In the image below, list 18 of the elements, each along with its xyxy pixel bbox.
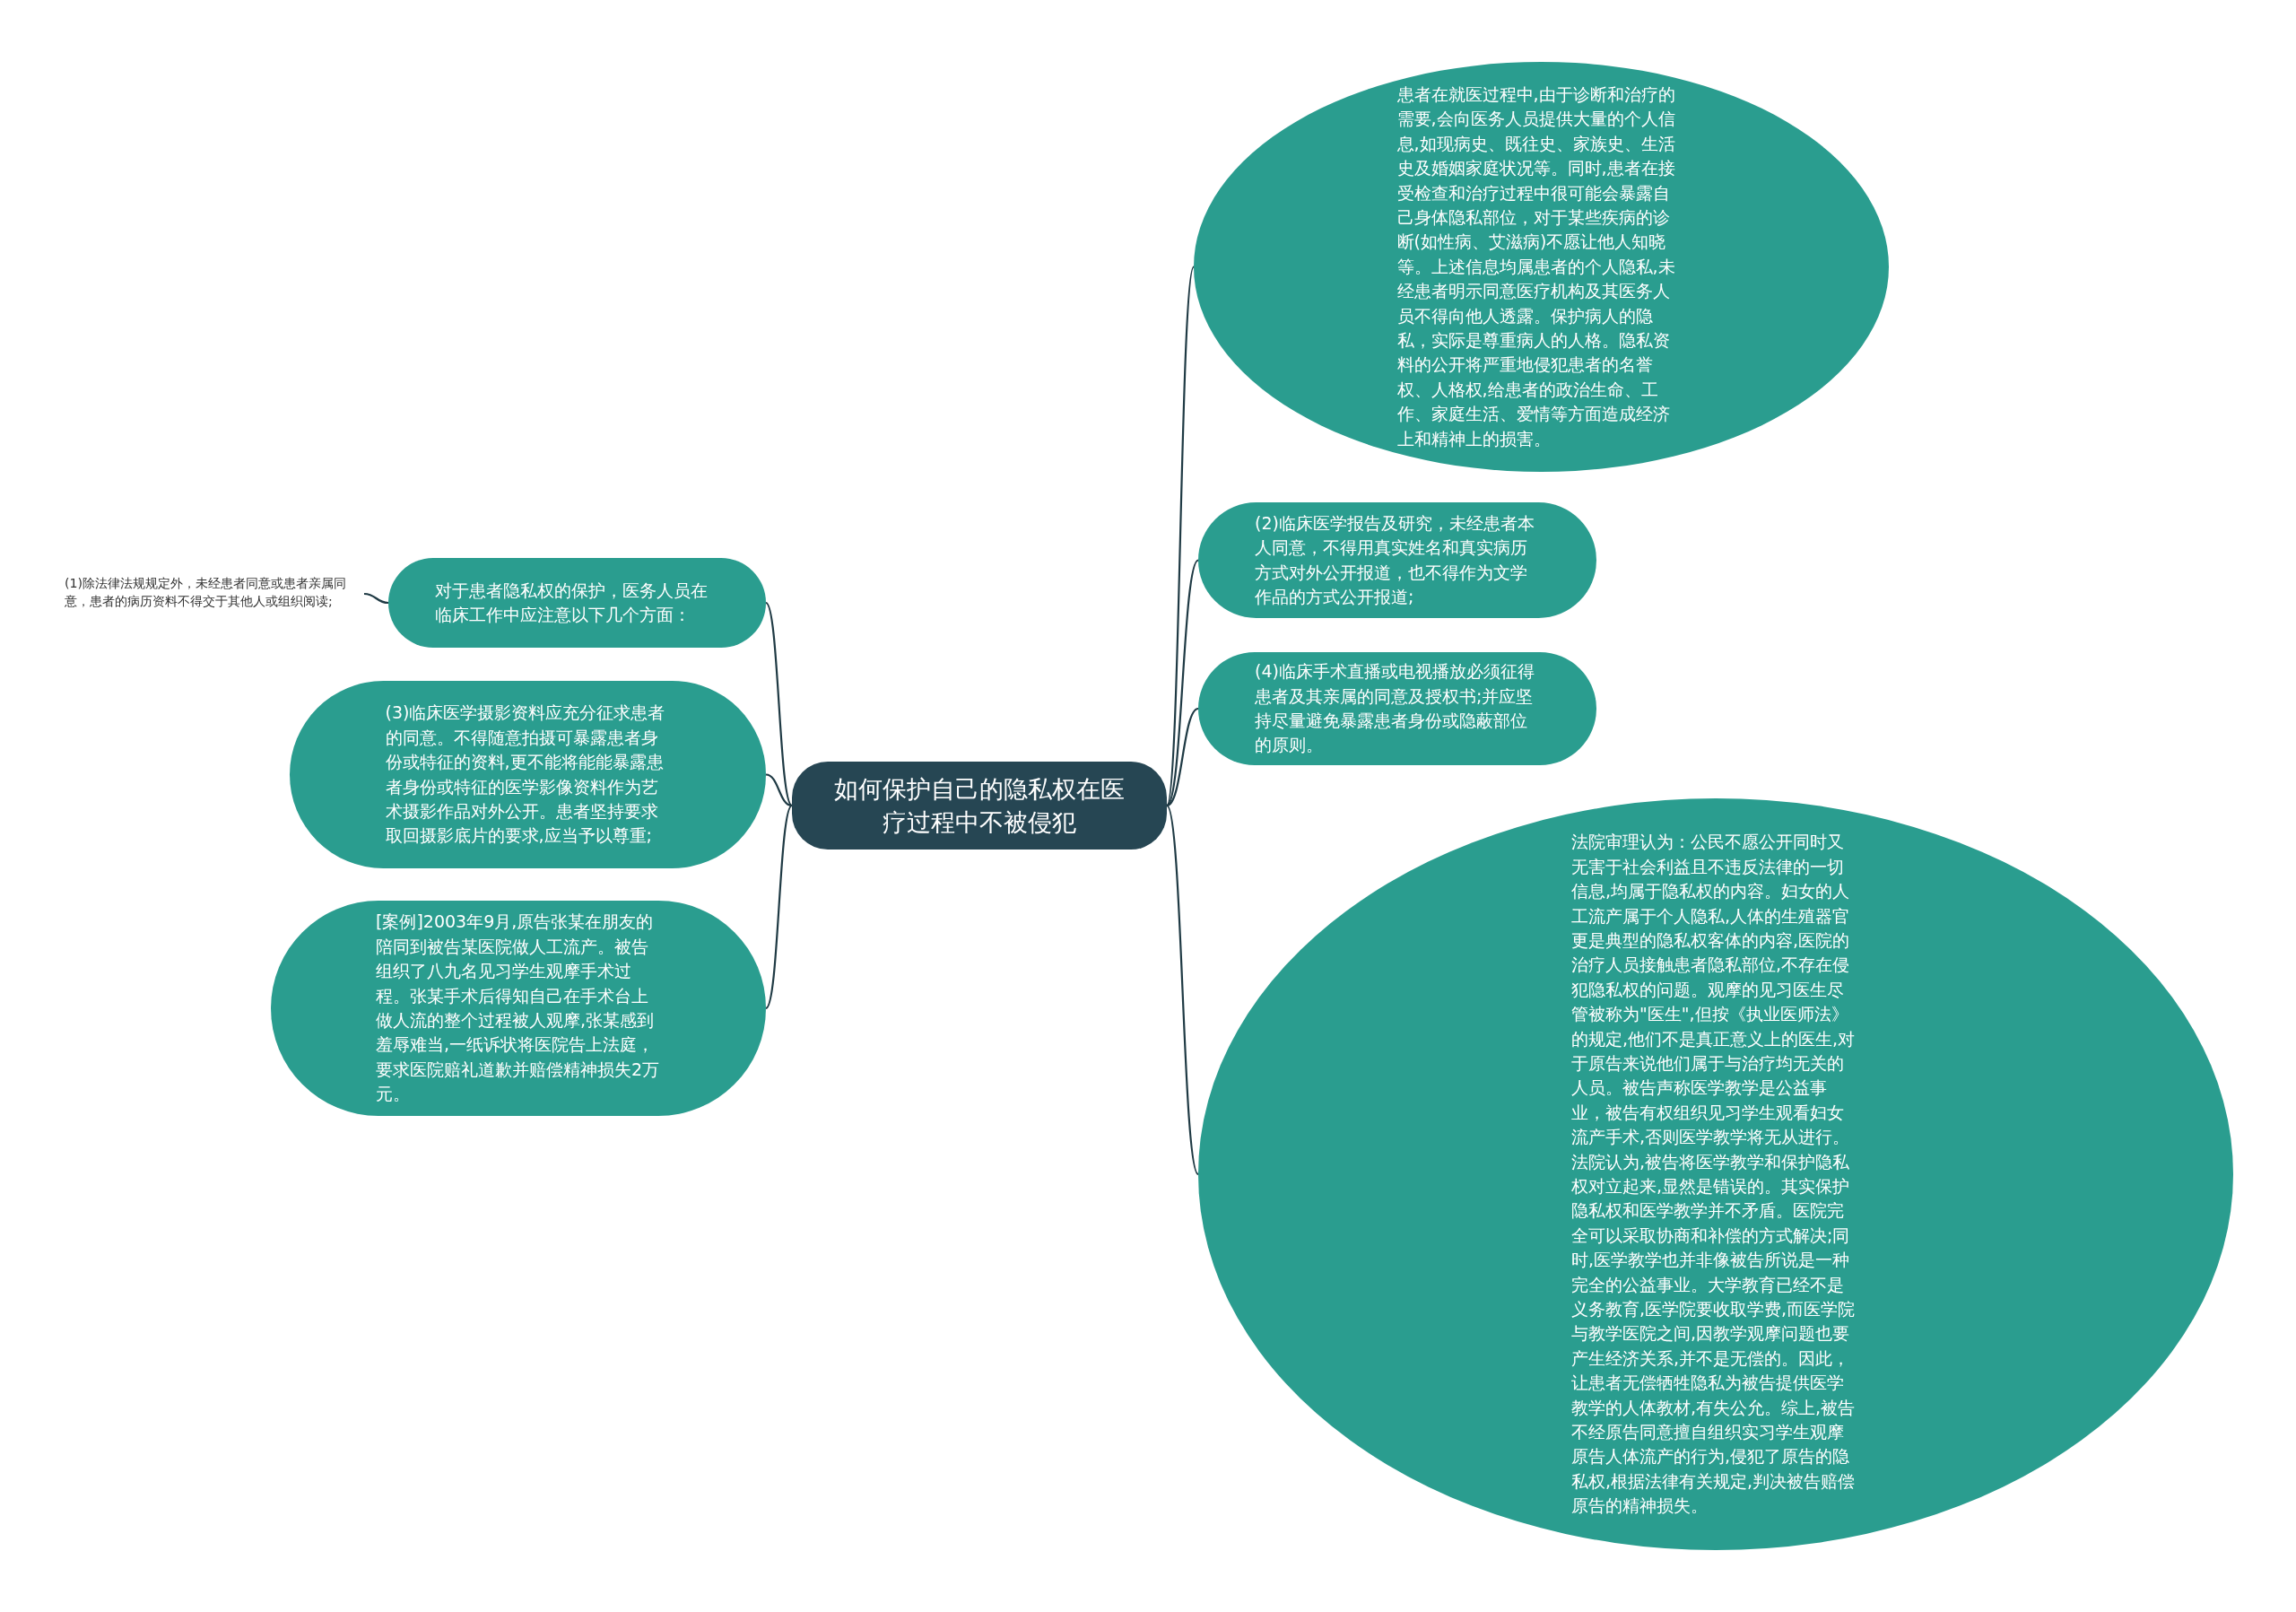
connector-line: [765, 602, 793, 806]
topic-text: [案例]2003年9月,原告张某在朋友的陪同到被告某医院做人工流产。被告组织了八九名见习学生观摩手术过程。张某手术后得知自己在手术台上做人流的整个过程被人观摩,张某感到羞辱难当,一纸诉状将医院告上法庭，要求医院赔礼道歉并赔偿精神损失2万元。: [376, 911, 661, 1106]
connector-line: [1166, 708, 1199, 806]
topic-title: 如何保护自己的隐私权在医疗过程中不被侵犯: [833, 774, 1126, 838]
connector-line: [1166, 559, 1199, 806]
note-text: (1)除法律法规规定外，未经患者同意或患者亲属同意，患者的病历资料不得交于其他人或组织阅读;: [65, 574, 361, 610]
connector-line: [765, 805, 793, 1009]
connector-line: [765, 773, 793, 807]
topic-text: 对于患者隐私权的保护，医务人员在临床工作中应注意以下几个方面：: [434, 579, 709, 626]
topic-text: (3)临床医学摄影资料应充分征求患者的同意。不得随意拍摄可暴露患者身份或特征的资料,更不能将能能暴露患者身份或特征的医学影像资料作为艺术摄影作品对外公开。患者坚持要求取回摄影底片的要求,应当予以尊重;: [385, 701, 666, 848]
topic-text: 法院审理认为：公民不愿公开同时又无害于社会利益且不违反法律的一切信息,均属于隐私权的内容。妇女的人工流产属于个人隐私,人体的生殖器官更是典型的隐私权客体的内容,医院的治疗人员接触患者隐私部位,不存在侵犯隐私权的问题。观摩的见习医生尽管被称为"医生",但按《执业医师法》的规定,他们不是真正意义上的医生,对于原告来说他们属于与治疗均无关的人员。被告声称医学教学是公益事业，被告有权组织见习学生观看妇女流产手术,否则医学教学将无从进行。法院认为,被告将医学教学和保护隐私权对立起来,显然是错误的。其实保护隐私权和医学教学并不矛盾。医院完全可以采取协商和补偿的方式解决;同时,医学教学也并非像被告所说是一种完全的公益事业。大学教育已经不是义务教育,医学院要收取学费,而医学院与教学医院之间,因教学观摩问题也要产生经济关系,并不是无偿的。因此，让患者无偿牺牲隐私为被告提供医学教学的人体教材,有失公允。综上,被告不经原告同意擅自组织实习学生观摩原告人体流产的行为,侵犯了原告的隐私权,根据法律有关规定,判决被告赔偿原告的精神损失。: [1571, 831, 1857, 1518]
central-topic: [792, 762, 1167, 850]
connector-line: [363, 592, 389, 605]
topic-text: 患者在就医过程中,由于诊断和治疗的需要,会向医务人员提供大量的个人信息,如现病史、既往史、家族史、生活史及婚姻家庭状况等。同时,患者在接受检查和治疗过程中很可能会暴露自己身体隐私部位，对于某些疾病的诊断(如性病、艾滋病)不愿让他人知晓等。上述信息均属患者的个人隐私,未经患者明示同意医疗机构及其医务人员不得向他人透露。保护病人的隐私，实际是尊重病人的人格。隐私资料的公开将严重地侵犯患者的名誉权、人格权,给患者的政治生命、工作、家庭生活、爱情等方面造成经济上和精神上的损害。: [1396, 83, 1676, 450]
topic-text: (4)临床手术直播或电视播放必须征得患者及其亲属的同意及授权书;并应坚持尽量避免暴露患者身份或隐蔽部位的原则。: [1255, 660, 1535, 757]
topic-text: (2)临床医学报告及研究，未经患者本人同意，不得用真实姓名和真实病历方式对外公开报道，也不得作为文学作品的方式公开报道;: [1255, 511, 1535, 608]
connector-line: [1165, 266, 1196, 806]
connector-line: [1166, 805, 1199, 1175]
